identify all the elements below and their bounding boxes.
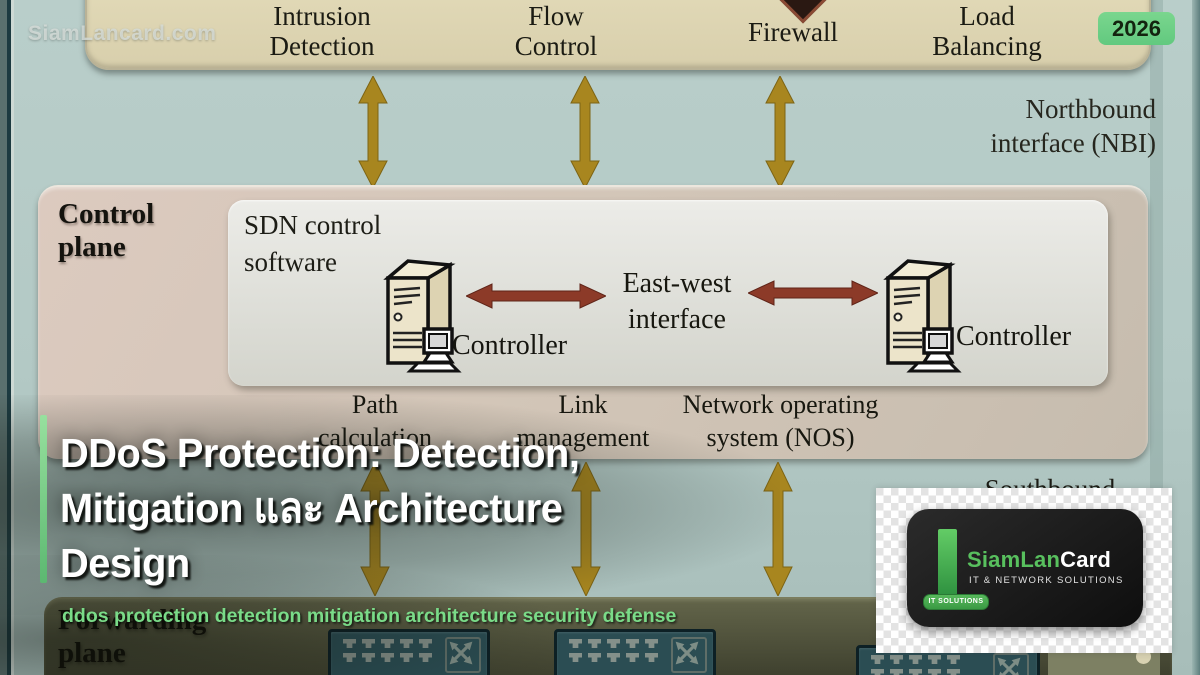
service-firewall: Firewall — [748, 17, 838, 47]
northbound-arrow-icon — [765, 76, 795, 188]
port-glyph — [381, 653, 394, 662]
watermark-text: SiamLancard.com — [28, 22, 217, 45]
logo-tagline: IT & NETWORK SOLUTIONS — [969, 575, 1124, 586]
port-glyph — [947, 655, 960, 664]
port-glyph — [362, 653, 375, 662]
port-glyph — [419, 639, 432, 648]
service-intrusion-detection: Intrusion Detection — [269, 1, 375, 61]
port-glyph — [607, 653, 620, 662]
east-west-arrow-icon — [466, 283, 606, 309]
port-glyph — [569, 653, 582, 662]
port-glyph — [400, 639, 413, 648]
logo-bar-icon — [938, 529, 957, 595]
logo-it-solutions-badge: IT SOLUTIONS — [923, 594, 989, 610]
sdn-control-software-label: SDN control software — [244, 210, 382, 277]
switch-ports — [569, 639, 669, 662]
logo-brand-white: Card — [1060, 547, 1112, 572]
controller-right-label: Controller — [956, 321, 1072, 352]
right-edge-strip — [1192, 0, 1200, 675]
controller-left-label: Controller — [452, 330, 568, 361]
logo-brand-text: SiamLanCard — [967, 547, 1111, 573]
service-load-balancing: Load Balancing — [932, 1, 1042, 61]
port-glyph — [928, 669, 941, 675]
service-flow-control: Flow Control — [514, 1, 598, 61]
crossed-arrows-icon — [671, 637, 707, 673]
switch-icon — [554, 629, 716, 675]
controller-server-icon — [883, 259, 962, 373]
sdn-control-software-box — [228, 200, 1108, 386]
title-accent-bar — [40, 415, 47, 583]
port-glyph — [588, 653, 601, 662]
siamlancard-logo-card: IT SOLUTIONS SiamLanCard IT & NETWORK SO… — [907, 509, 1143, 627]
controller-server-icon — [383, 259, 462, 373]
port-glyph — [626, 639, 639, 648]
port-glyph — [947, 669, 960, 675]
port-glyph — [400, 653, 413, 662]
port-glyph — [909, 655, 922, 664]
port-glyph — [909, 669, 922, 675]
year-badge: 2026 — [1098, 12, 1175, 45]
port-glyph — [928, 655, 941, 664]
northbound-interface-label: Northbound interface (NBI) — [990, 94, 1156, 158]
port-glyph — [890, 669, 903, 675]
port-glyph — [871, 669, 884, 675]
crossed-arrows-icon — [993, 653, 1029, 675]
tags-text: ddos protection detection mitigation arc… — [62, 605, 677, 627]
southbound-arrow-icon — [763, 462, 793, 596]
port-glyph — [607, 639, 620, 648]
port-glyph — [871, 655, 884, 664]
control-plane-label: Control plane — [58, 198, 155, 263]
switch-icon — [328, 629, 490, 675]
east-west-arrow-icon — [748, 280, 878, 306]
video-title: DDoS Protection: Detection, Mitigation แ… — [60, 430, 580, 586]
port-glyph — [419, 653, 432, 662]
port-glyph — [381, 639, 394, 648]
port-glyph — [362, 639, 375, 648]
logo-brand-green: SiamLan — [967, 547, 1061, 572]
port-glyph — [343, 639, 356, 648]
port-glyph — [343, 653, 356, 662]
northbound-arrow-icon — [570, 76, 600, 188]
port-glyph — [626, 653, 639, 662]
crossed-arrows-icon — [445, 637, 481, 673]
port-glyph — [588, 639, 601, 648]
east-west-interface-label: East-west interface — [622, 268, 732, 335]
port-glyph — [890, 655, 903, 664]
switch-ports — [871, 655, 971, 675]
port-glyph — [645, 639, 658, 648]
northbound-arrow-icon — [358, 76, 388, 188]
port-glyph — [569, 639, 582, 648]
switch-ports — [343, 639, 443, 662]
port-glyph — [645, 653, 658, 662]
left-edge-strip — [0, 0, 14, 675]
transparency-checkerboard: IT SOLUTIONS SiamLanCard IT & NETWORK SO… — [876, 488, 1172, 653]
application-plane-box — [85, 0, 1151, 70]
